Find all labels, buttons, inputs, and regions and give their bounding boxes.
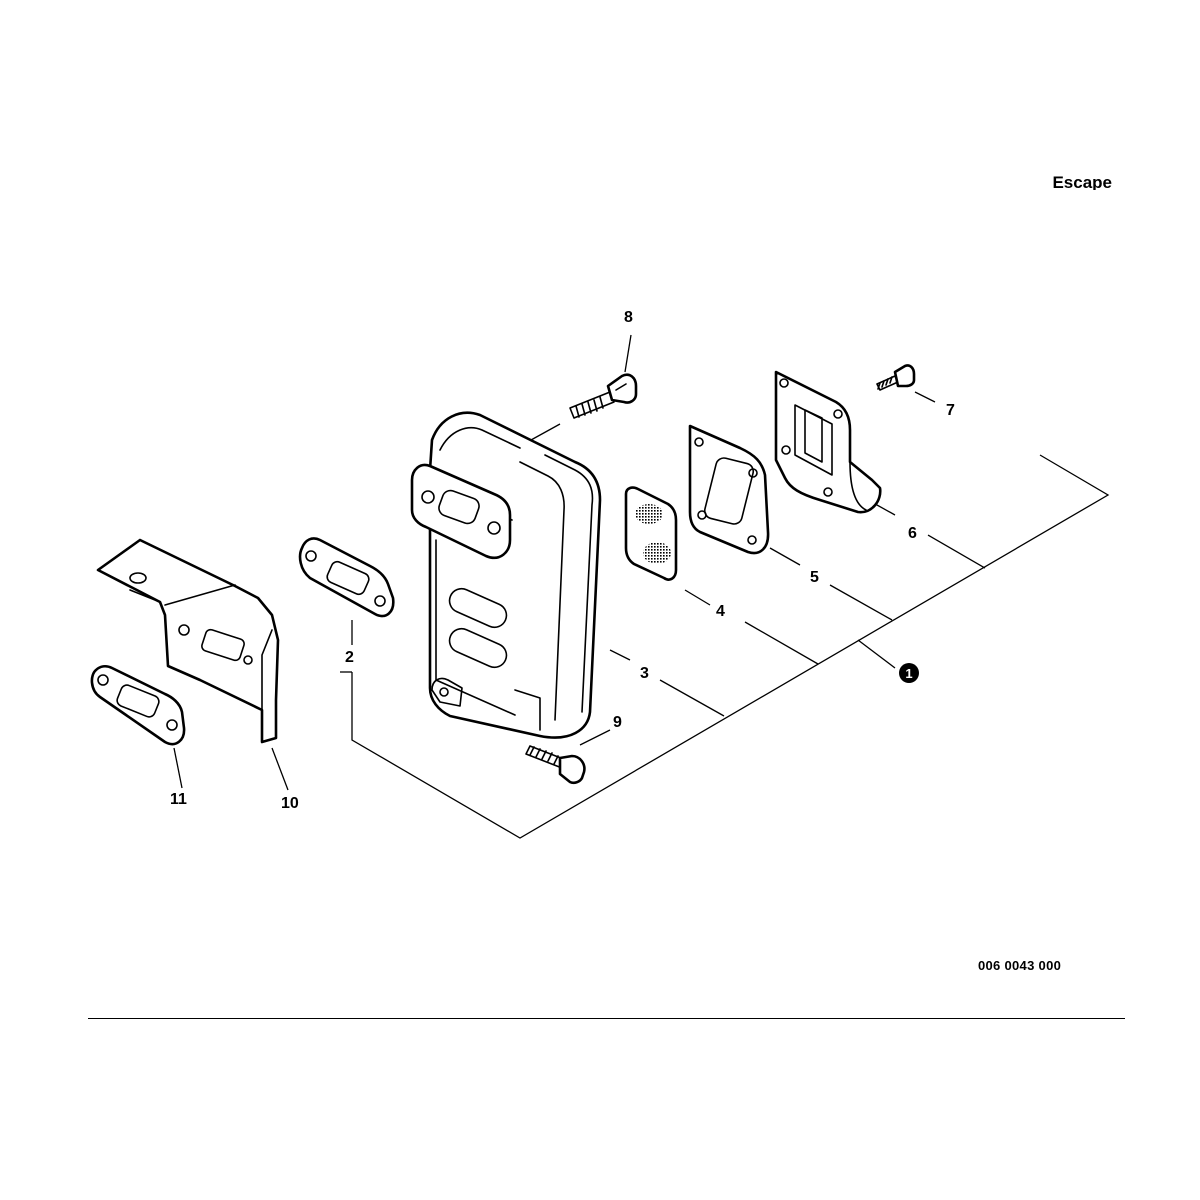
page-title: Escape	[990, 168, 1112, 190]
callout-10: 10	[281, 795, 299, 812]
part-5-gasket-plate	[688, 424, 770, 555]
callout-1: 1	[905, 666, 912, 681]
part-3-muffler	[410, 411, 602, 739]
callout-7: 7	[946, 402, 955, 419]
leader-lines	[173, 334, 1110, 839]
part-11-gasket	[90, 664, 186, 746]
part-10-heat-shield	[96, 538, 280, 744]
part-7-screw	[876, 364, 916, 391]
part-6-deflector	[774, 370, 882, 514]
callout-5: 5	[810, 569, 819, 586]
callout-3: 3	[640, 665, 649, 682]
callout-11: 11	[170, 791, 187, 808]
page-title-text: Escape	[1052, 173, 1112, 190]
document-number: 006 0043 000	[978, 958, 1062, 973]
part-8-bolt	[569, 373, 638, 419]
callout-2: 2	[345, 649, 354, 666]
part-4-screen	[624, 486, 678, 581]
callout-labels: 8 7 6 5 4 3 2 9 11 10 1	[170, 309, 955, 812]
callout-4: 4	[716, 603, 725, 620]
callout-6: 6	[908, 525, 917, 542]
callout-8: 8	[624, 309, 633, 326]
callout-9: 9	[613, 714, 622, 731]
assembly-callout-badge	[899, 663, 919, 683]
part-2-gasket	[298, 537, 395, 618]
part-9-bolt	[525, 745, 586, 785]
assembly-callout: 1	[899, 663, 919, 683]
footer-divider	[88, 1018, 1125, 1019]
